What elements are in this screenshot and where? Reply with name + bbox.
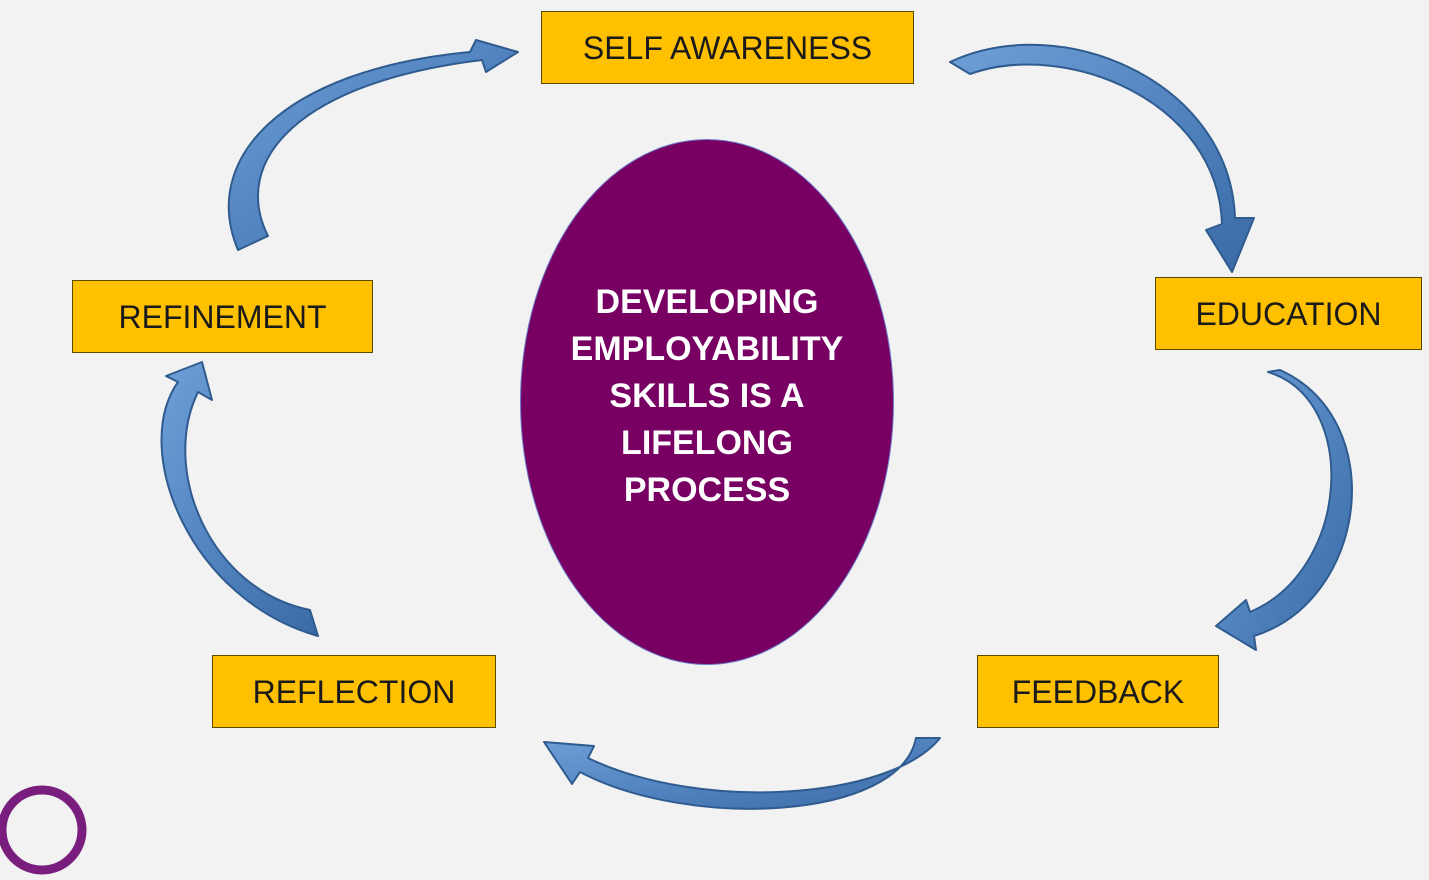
center-line: DEVELOPING: [595, 282, 819, 321]
center-line: LIFELONG: [621, 423, 793, 462]
logo-ring-icon: [0, 785, 87, 875]
arrow-self-awareness-to-education: [949, 43, 1255, 273]
stage-education-label: EDUCATION: [1195, 295, 1382, 332]
stage-reflection: REFLECTION: [212, 655, 496, 728]
arrow-refinement-to-self-awareness: [227, 39, 519, 251]
center-line: EMPLOYABILITY: [570, 329, 844, 368]
center-line: PROCESS: [623, 470, 791, 509]
arrow-education-to-feedback: [1215, 369, 1353, 651]
arrow-reflection-to-refinement: [160, 361, 319, 637]
stage-feedback: FEEDBACK: [977, 655, 1219, 728]
cycle-diagram: SELF AWARENESS EDUCATION FEEDBACK REFLEC…: [0, 11, 1422, 875]
stage-refinement: REFINEMENT: [72, 280, 373, 353]
stage-self-awareness-label: SELF AWARENESS: [582, 29, 873, 66]
arrows-layer: [160, 39, 1353, 810]
arrow-feedback-to-reflection: [543, 737, 941, 810]
center-line: SKILLS IS A: [609, 376, 805, 415]
center-oval: DEVELOPING EMPLOYABILITY SKILLS IS A LIF…: [520, 139, 894, 665]
stage-self-awareness: SELF AWARENESS: [541, 11, 914, 84]
stage-feedback-label: FEEDBACK: [1011, 673, 1185, 710]
stage-reflection-label: REFLECTION: [252, 673, 456, 710]
stage-refinement-label: REFINEMENT: [118, 298, 327, 335]
stage-education: EDUCATION: [1155, 277, 1422, 350]
center-statement: DEVELOPING EMPLOYABILITY SKILLS IS A LIF…: [532, 279, 882, 514]
